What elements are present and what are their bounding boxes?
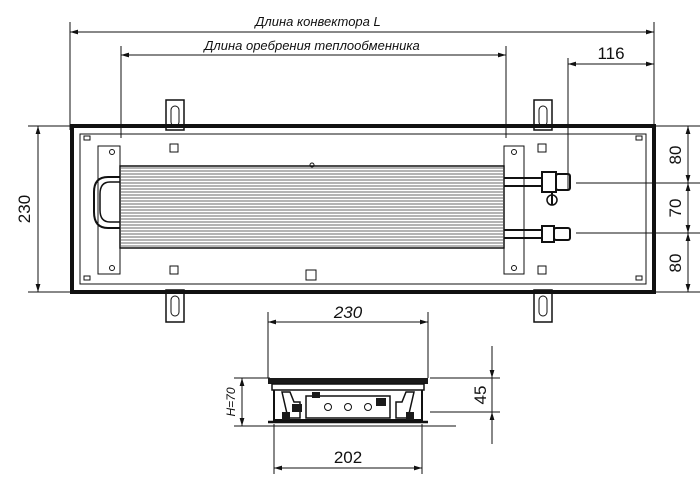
tab: [305, 269, 317, 281]
screw-icon: [109, 265, 115, 271]
screw-icon: [511, 265, 517, 271]
valve-icon: [541, 171, 571, 206]
frame-screw: [83, 135, 91, 141]
label-section-202: 202: [334, 448, 362, 467]
connector-icon: [541, 225, 571, 243]
end-plate-left: [97, 145, 121, 275]
top-view: [28, 22, 700, 323]
tube-section-icon: [324, 403, 332, 411]
u-bend-tube-outer: [93, 176, 120, 229]
frame-screw: [635, 135, 643, 141]
label-h70: H=70: [224, 387, 238, 416]
label-fin-length: Длина оребрения теплообменника: [202, 38, 419, 53]
trough-body: [273, 390, 423, 421]
screw-icon: [109, 149, 115, 155]
bolt-icon: [312, 392, 320, 398]
tab: [537, 265, 547, 275]
section-view: [234, 312, 500, 474]
frame-screw: [635, 275, 643, 281]
bolt-icon: [292, 404, 302, 412]
tab: [169, 265, 179, 275]
convector-frame: [70, 124, 656, 294]
tube-section-icon: [344, 403, 352, 411]
label-convector-length: Длина конвектора L: [253, 14, 380, 29]
label-section-230: 230: [333, 303, 363, 322]
bolt-icon: [376, 398, 386, 406]
mounting-bracket-bottom-left: [165, 289, 185, 323]
heat-exchanger-fins: [121, 167, 503, 247]
tab: [537, 143, 547, 153]
label-offset-116: 116: [597, 44, 624, 63]
label-right-80-bottom: 80: [666, 254, 685, 273]
grille-frame: [271, 383, 425, 391]
exchanger-section: [305, 395, 391, 419]
label-height-230: 230: [15, 195, 34, 223]
end-plate-right: [503, 145, 525, 275]
frame-screw: [83, 275, 91, 281]
u-bend-tube-inner: [99, 181, 120, 223]
fin-block: [119, 165, 505, 249]
label-right-70: 70: [666, 199, 685, 218]
label-depth-45: 45: [471, 386, 490, 405]
tab: [169, 143, 179, 153]
grille-top: [268, 378, 428, 384]
screw-icon: [511, 149, 517, 155]
convector-inner-frame: [79, 133, 647, 285]
label-right-80-top: 80: [666, 146, 685, 165]
foot-icon: [282, 412, 290, 420]
screw-icon: [309, 162, 315, 168]
mounting-bracket-bottom-right: [533, 289, 553, 323]
tube-section-icon: [364, 403, 372, 411]
foot-icon: [406, 412, 414, 420]
